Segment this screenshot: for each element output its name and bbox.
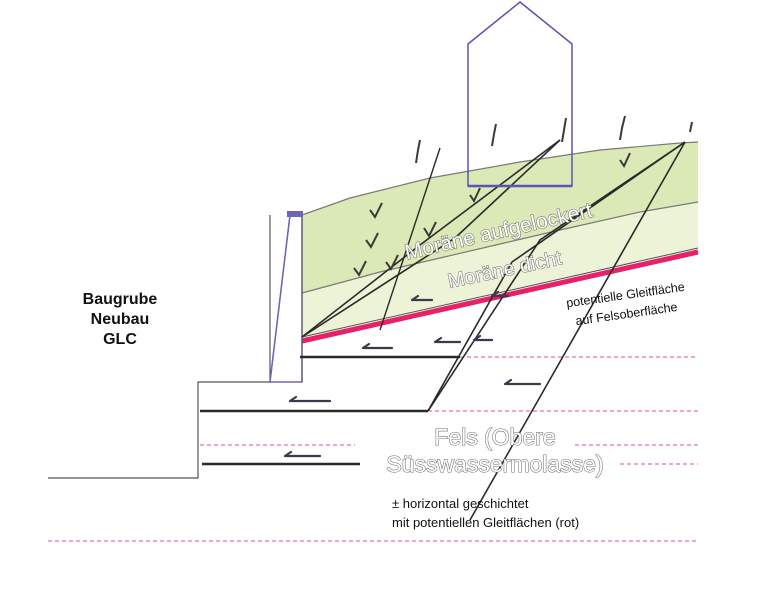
wall-cap (287, 211, 303, 217)
gleitflaeche-edge (301, 247, 699, 338)
retaining-wall (269, 214, 303, 383)
excavation-outline (48, 215, 271, 479)
moraene-dicht-layer (302, 202, 698, 341)
fels-label-line1: Fels (Obere (434, 424, 555, 450)
left-arrow-icon (283, 290, 542, 458)
ground-surface (301, 141, 699, 216)
wedge-line-b (301, 139, 561, 338)
baugrube-label-line3: GLC (103, 331, 137, 348)
moraene-boundary (301, 201, 699, 294)
baugrube-label-line1: Baugrube (83, 291, 158, 308)
schichtung-label-line1: ± horizontal geschichtet (392, 496, 529, 511)
wedge-line-f (379, 147, 441, 331)
house-outline-icon (467, 1, 573, 187)
wedge-line-e (469, 141, 686, 521)
schichtung-label-line2: mit potentiellen Gleitflächen (rot) (392, 515, 579, 530)
baugrube-label-line2: Neubau (91, 311, 150, 328)
wedge-line-d (427, 141, 686, 412)
fels-label-line2: Süsswassermolasse) (386, 451, 603, 477)
wedge-line-a (301, 139, 561, 338)
moraene-aufgelockert-layer (302, 142, 698, 293)
wall-back-line (269, 214, 291, 383)
check-tick-icon (353, 115, 693, 277)
